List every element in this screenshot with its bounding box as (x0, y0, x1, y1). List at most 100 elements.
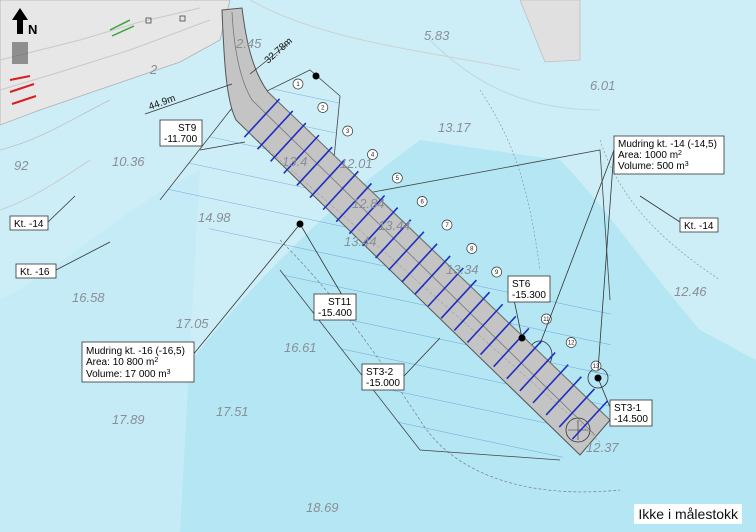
land-contour (0, 99, 111, 151)
svg-text:Volume: 17 000 m3: Volume: 17 000 m3 (86, 369, 171, 381)
dolphin (565, 417, 591, 443)
land-contour (0, 159, 91, 211)
svg-text:2: 2 (321, 106, 325, 112)
station-st3-1: ST3-1 -14.500 (609, 399, 653, 427)
pile-line (427, 267, 464, 307)
dredging-boundary (159, 69, 341, 201)
pile-line (270, 122, 307, 162)
svg-text:ST9: ST9 (178, 123, 197, 134)
depth-sounding: 12.37 (586, 440, 619, 455)
depth-sounding: 6.01 (590, 78, 615, 93)
leader-mudring-14 (539, 149, 615, 345)
station-st9: ST9 -11.700 (159, 119, 203, 147)
survey-point (594, 374, 602, 382)
svg-text:-15.000: -15.000 (366, 378, 400, 389)
pile-line (532, 364, 569, 404)
contour-label-14-west: Kt. -14 (9, 215, 49, 231)
pile-line (440, 279, 477, 319)
station-st3-2: ST3-2 -15.000 (361, 363, 405, 391)
red-marking (9, 83, 35, 93)
depth-sounding: 13.44 (378, 218, 411, 233)
svg-text:ST6: ST6 (512, 279, 531, 290)
section-marker: 5 (391, 172, 403, 184)
red-marking (9, 75, 31, 81)
pile-line (309, 158, 346, 199)
svg-text:11: 11 (543, 317, 550, 323)
pile-line (348, 194, 386, 235)
section-markers: 12345678910111213 (292, 78, 602, 372)
survey-point (312, 72, 320, 80)
pile-line (243, 98, 281, 138)
depth-sounding: 5.83 (424, 28, 450, 43)
pile-line (401, 243, 438, 283)
pile-line (558, 388, 596, 428)
section-marker: 4 (367, 149, 378, 160)
leader-st9 (199, 141, 246, 151)
leader-mudring-16 (191, 223, 301, 357)
section-marker: 12 (565, 337, 577, 348)
pile-line (414, 255, 451, 295)
depth-sounding: 16.58 (72, 290, 105, 305)
svg-text:3: 3 (346, 129, 350, 135)
svg-text:-11.700: -11.700 (164, 134, 198, 145)
svg-text:Volume: 500 m3: Volume: 500 m3 (618, 161, 689, 173)
station-st11: ST11 -15.400 (313, 293, 357, 321)
pile-line (453, 291, 491, 331)
svg-text:12: 12 (568, 341, 575, 347)
svg-text:Area: 1000 m2: Area: 1000 m2 (618, 150, 682, 162)
pile-line (335, 182, 373, 223)
pile-line (375, 219, 412, 259)
leader-st3-2 (403, 337, 441, 377)
svg-text:-15.300: -15.300 (512, 290, 546, 301)
section-marker: 9 (491, 266, 503, 278)
leader-st11 (299, 223, 346, 301)
pile-line (388, 231, 425, 271)
depth-sounding: 18.69 (306, 500, 339, 515)
scale-note: Ikke i målestokk (634, 504, 742, 524)
depth-sounding: 12.01 (340, 156, 373, 171)
green-marking (109, 19, 131, 31)
land-structure (145, 17, 152, 24)
green-marking (111, 25, 135, 37)
section-marker: 13 (590, 360, 602, 372)
land-area (0, 0, 231, 126)
svg-text:Kt. -16: Kt. -16 (20, 267, 50, 278)
depth-sounding: 14.98 (198, 210, 231, 225)
leader-mudring-14 (597, 149, 615, 371)
leader-contour (55, 241, 111, 271)
depth-sounding: 92 (14, 158, 29, 173)
pile-line (571, 400, 609, 440)
svg-text:4: 4 (371, 153, 375, 159)
survey-point (518, 334, 526, 342)
svg-text:-15.400: -15.400 (318, 308, 352, 319)
shoreline (249, 0, 521, 71)
depth-sounding: 12.46 (674, 284, 707, 299)
svg-text:Kt. -14: Kt. -14 (14, 219, 44, 230)
pile-line (479, 315, 517, 356)
survey-point (296, 220, 304, 228)
svg-text:Area: 10 800 m2: Area: 10 800 m2 (86, 357, 158, 369)
svg-text:ST11: ST11 (328, 297, 352, 308)
svg-text:Mudring kt. -16 (-16,5): Mudring kt. -16 (-16,5) (86, 346, 185, 357)
land-contour (0, 19, 211, 91)
section-marker: 3 (342, 125, 354, 137)
dimension-line (249, 41, 291, 75)
depth-sounding: 17.89 (112, 412, 145, 427)
section-marker: 7 (441, 219, 453, 231)
leader-contour (639, 195, 681, 223)
contour-label-14-east: Kt. -14 (679, 217, 719, 233)
section-marker: 1 (292, 78, 304, 90)
red-marking (11, 95, 37, 105)
depth-labels: 2.45 5.83 6.01 2 13.17 10.36 92 14.98 16… (14, 28, 707, 515)
pile-line (361, 207, 399, 247)
section-marker: 6 (416, 196, 428, 207)
depth-sounding: 13.34 (446, 262, 479, 277)
svg-text:7: 7 (445, 223, 449, 229)
depth-sounding: 2 (149, 62, 158, 77)
svg-text:8: 8 (470, 247, 474, 253)
section-marker: 2 (317, 102, 329, 113)
depth-sounding: 13.44 (344, 234, 377, 249)
section-marker: 8 (466, 243, 478, 254)
